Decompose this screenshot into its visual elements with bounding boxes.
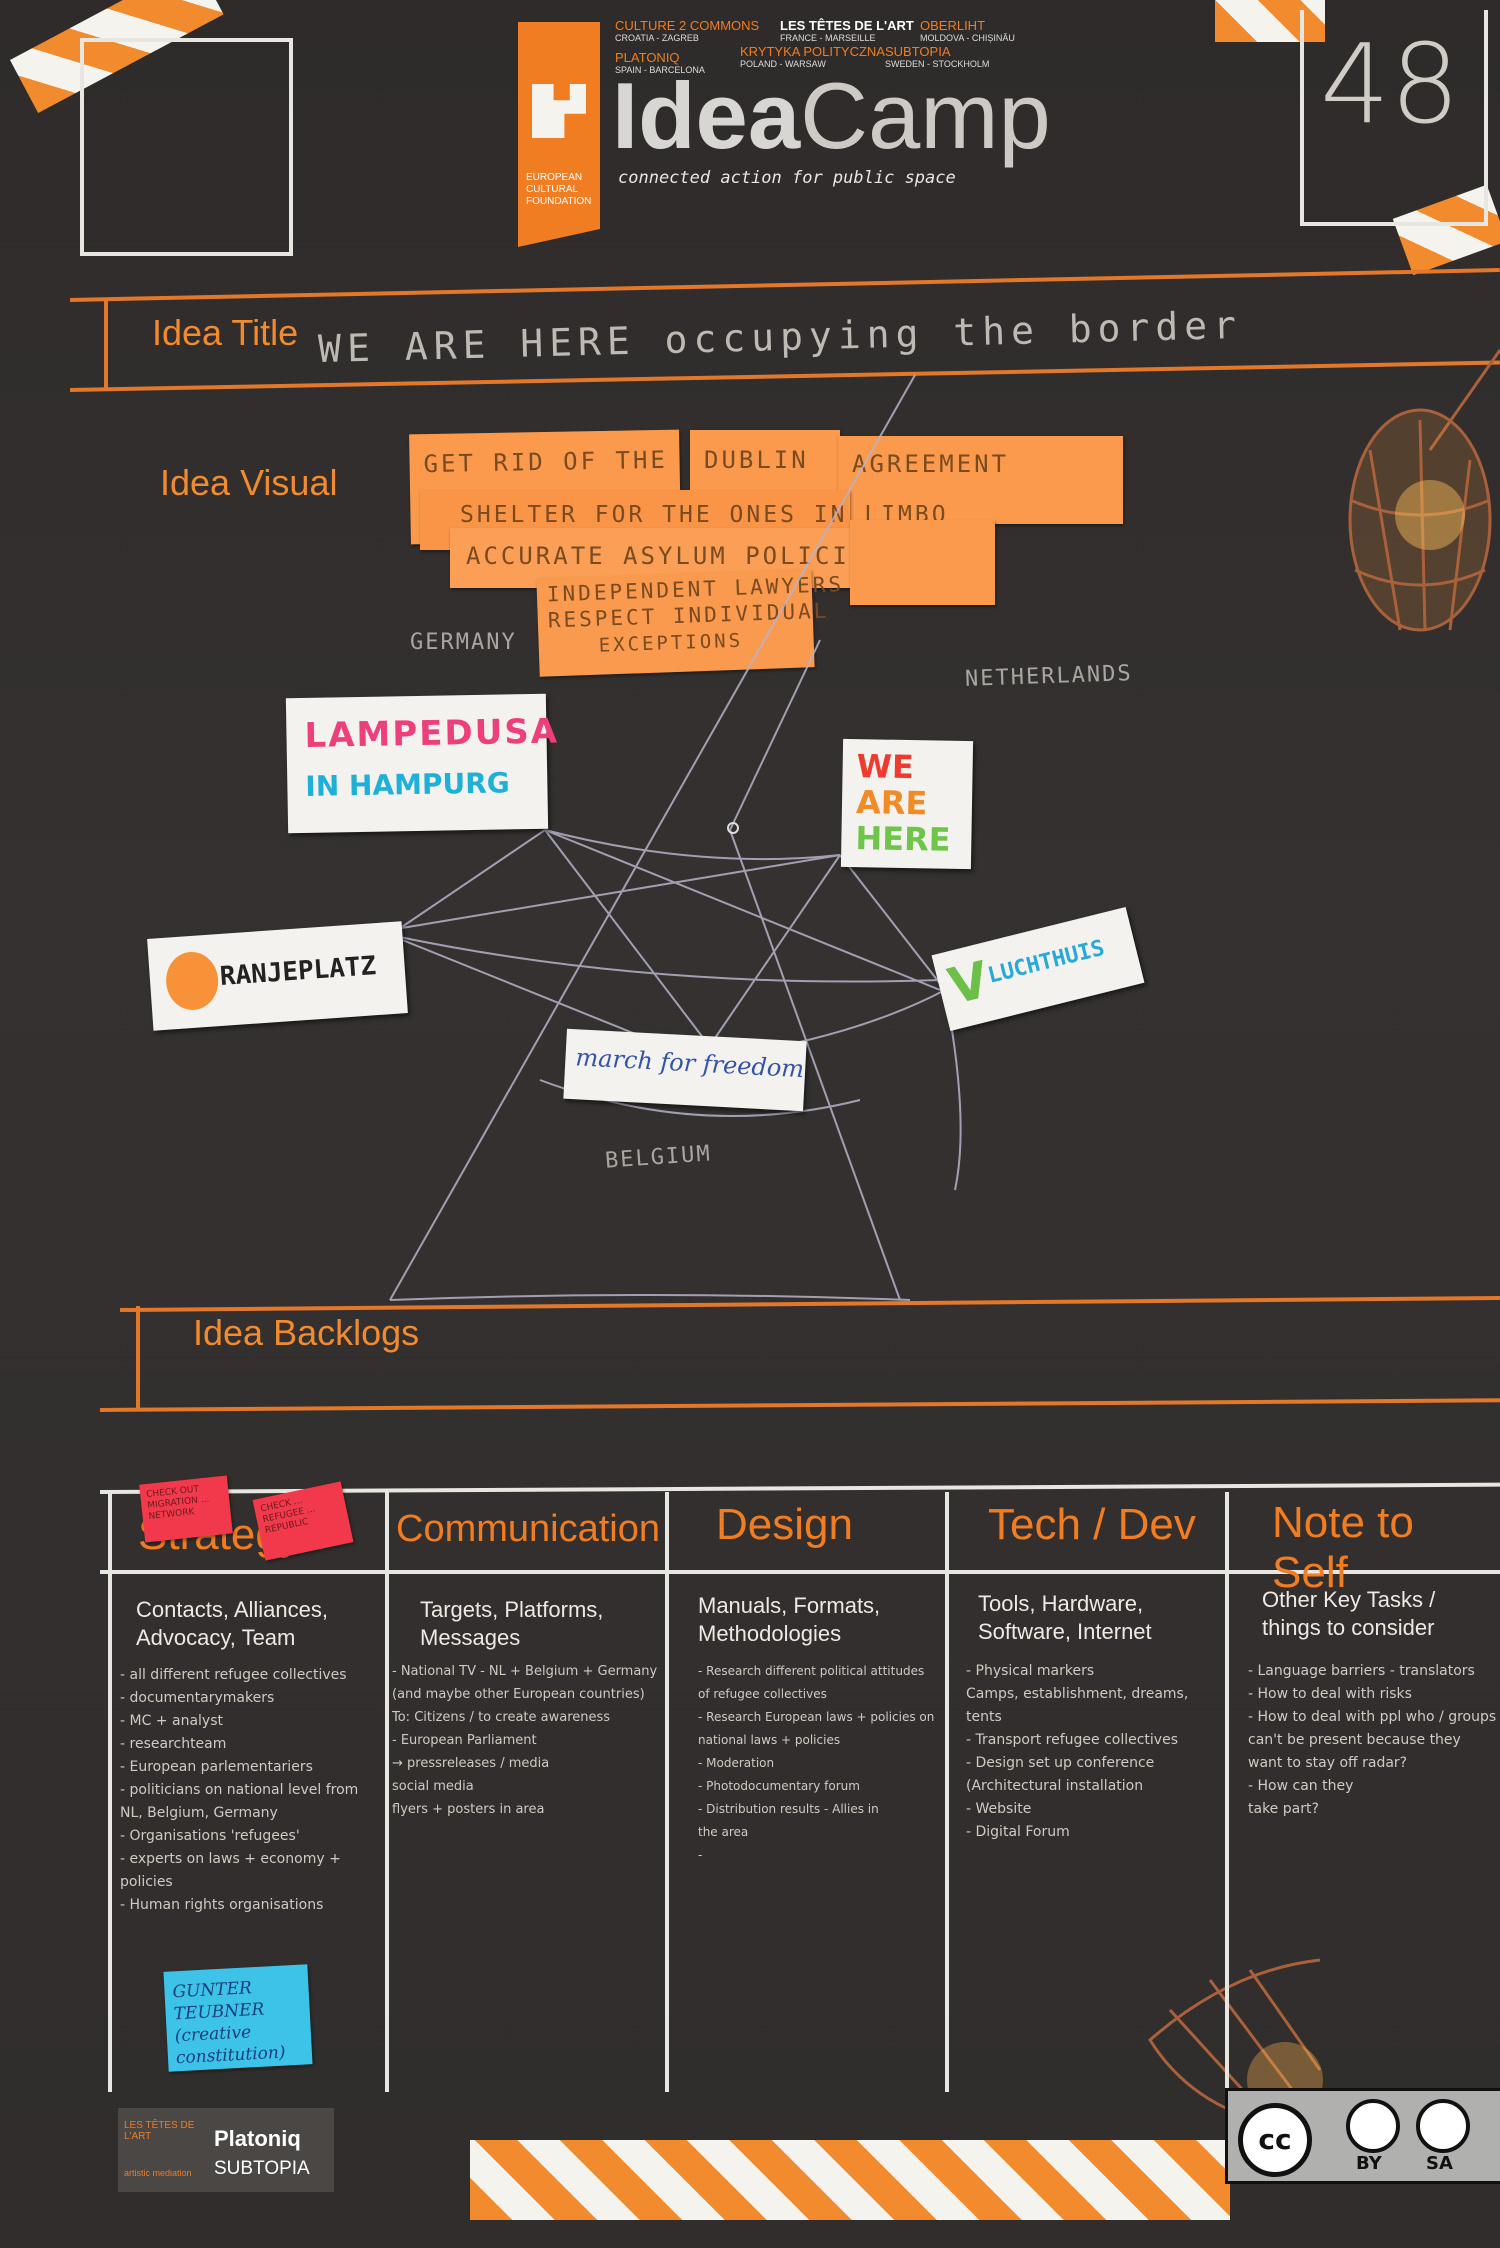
yarn-strand-7	[389, 854, 841, 931]
sign-we-are-here: WE ARE HERE	[840, 738, 974, 870]
column-notes-communication: - National TV - NL + Belgium + Germany (…	[392, 1664, 658, 1817]
yarn-strand-11	[729, 829, 901, 1301]
pink-sticky-1: CHECK OUT MIGRATION ... NETWORK	[139, 1475, 233, 1543]
partner-1: CULTURE 2 COMMONS CROATIA - ZAGREB	[615, 18, 760, 43]
column-subtitle-note-to-self: Other Key Tasks / things to consider	[1262, 1587, 1436, 1640]
yarn-strand-4	[544, 829, 941, 991]
partner-2: LES TÊTES DE L'ART FRANCE - MARSEILLE	[780, 18, 914, 43]
cc-icon: cc	[1238, 2103, 1312, 2177]
idea-visual-label: Idea Visual	[160, 462, 338, 503]
sign-oranjeplatz-text: RANJEPLATZ	[218, 951, 378, 992]
yarn-pin	[727, 822, 739, 834]
column-title-note-to-self: Note to Self	[1272, 1498, 1414, 1597]
column-divider-0	[108, 1492, 112, 2092]
sign-march-for-freedom: march for freedom	[563, 1028, 807, 1112]
column-subtitle-design: Manuals, Formats, Methodologies	[698, 1593, 881, 1646]
brand-title: IdeaCamp	[612, 66, 1051, 166]
column-title-design: Design	[716, 1500, 853, 1549]
sa-icon	[1416, 2099, 1470, 2153]
board-number: 48	[1320, 20, 1460, 148]
column-notes-design: - Research different political attitudes…	[698, 1664, 935, 1862]
sponsor-logos: LES TÊTES DE L'ART artistic mediation Pl…	[118, 2108, 334, 2192]
vluchthuis-v: V	[942, 950, 995, 1017]
sign-lampedusa-line1: LAMPEDUSA	[304, 711, 560, 756]
column-notes-note-to-self: - Language barriers - translators - How …	[1248, 1663, 1497, 1817]
yarn-strand-8	[389, 934, 941, 983]
idea-title-label: Idea Title	[152, 312, 299, 353]
sign-we: WE	[856, 747, 915, 787]
sticky-note-3: AGREEMENT	[838, 436, 1123, 524]
yarn-strand-1	[544, 829, 841, 861]
sign-are: ARE	[855, 783, 928, 823]
blue-sticky: GUNTER TEUBNER (creative constitution)	[163, 1964, 313, 2072]
partner-3: OBERLIHT MOLDOVA - CHIȘINĂU	[920, 18, 1015, 43]
brand-tagline: connected action for public space	[618, 168, 956, 188]
ecf-logo: EUROPEAN CULTURAL FOUNDATION	[518, 22, 600, 247]
column-divider-3	[945, 1492, 949, 2092]
brand-light: Camp	[800, 63, 1051, 168]
yarn-strand-15	[389, 1294, 911, 1301]
brand-bold: Idea	[612, 63, 801, 168]
yarn-strand-2	[544, 829, 721, 1061]
column-divider-2	[665, 1492, 669, 2092]
by-icon	[1346, 2099, 1400, 2153]
chalk-box-right	[1300, 10, 1488, 226]
column-subtitle-communication: Targets, Platforms, Messages	[420, 1597, 604, 1650]
column-divider-1	[385, 1492, 389, 2092]
yarn-strand-3	[389, 829, 546, 936]
column-divider-4	[1225, 1492, 1229, 2092]
sign-oranjeplatz: RANJEPLATZ	[147, 921, 408, 1031]
yarn-strand-6	[839, 854, 946, 991]
column-subtitle-strategy: Contacts, Alliances, Advocacy, Team	[136, 1597, 328, 1650]
ecf-logo-text: EUROPEAN CULTURAL FOUNDATION	[526, 172, 592, 207]
yarn-strand-13	[729, 639, 821, 831]
chalk-box-left	[80, 38, 293, 256]
partner-5: KRYTYKA POLITYCZNA POLAND - WARSAW	[740, 44, 885, 69]
columns-header-line	[100, 1570, 1500, 1574]
title-line-left	[104, 300, 108, 388]
backlog-line-left	[136, 1306, 140, 1410]
sign-here: HERE	[855, 819, 951, 859]
oranjeplatz-dot	[164, 950, 221, 1012]
sponsor-1: LES TÊTES DE L'ART	[124, 2120, 195, 2142]
sign-lampedusa-line2: IN HAMPURG	[305, 766, 511, 803]
corner-stripe-top-right	[1215, 0, 1325, 42]
bottom-stripe	[470, 2140, 1230, 2220]
partner-6: SUBTOPIA SWEDEN - STOCKHOLM	[885, 44, 990, 69]
sa-label: SA	[1426, 2153, 1453, 2174]
sign-march-text: march for freedom	[574, 1043, 805, 1084]
lamp-glow-top	[1395, 480, 1465, 550]
yarn-strand-long	[389, 374, 916, 1301]
country-label-germany: GERMANY	[410, 630, 517, 655]
sponsor-1-sub: artistic mediation	[124, 2168, 192, 2178]
sponsor-3: SUBTOPIA	[214, 2158, 310, 2179]
cc-license-badge: cc BY SA	[1225, 2088, 1500, 2184]
lamp-decoration-top	[1348, 349, 1500, 632]
column-notes-strategy: - all different refugee collectives - do…	[120, 1667, 359, 1913]
idea-backlogs-label: Idea Backlogs	[193, 1312, 420, 1353]
column-subtitle-tech-dev: Tools, Hardware, Software, Internet	[978, 1591, 1152, 1644]
partner-4: PLATONIQ SPAIN - BARCELONA	[615, 50, 705, 75]
sign-vluchthuis-text: LUCHTHUIS	[985, 935, 1108, 989]
sticky-note-6	[850, 520, 995, 605]
by-label: BY	[1356, 2153, 1382, 2174]
column-title-tech-dev: Tech / Dev	[988, 1500, 1196, 1549]
column-title-communication: Communication	[396, 1508, 660, 1550]
yarn-strand-5	[699, 854, 841, 1061]
sponsor-2: Platoniq	[214, 2126, 301, 2151]
column-notes-tech-dev: - Physical markers Camps, establishment,…	[966, 1663, 1189, 1840]
sign-lampedusa: LAMPEDUSA IN HAMPURG	[285, 693, 559, 834]
